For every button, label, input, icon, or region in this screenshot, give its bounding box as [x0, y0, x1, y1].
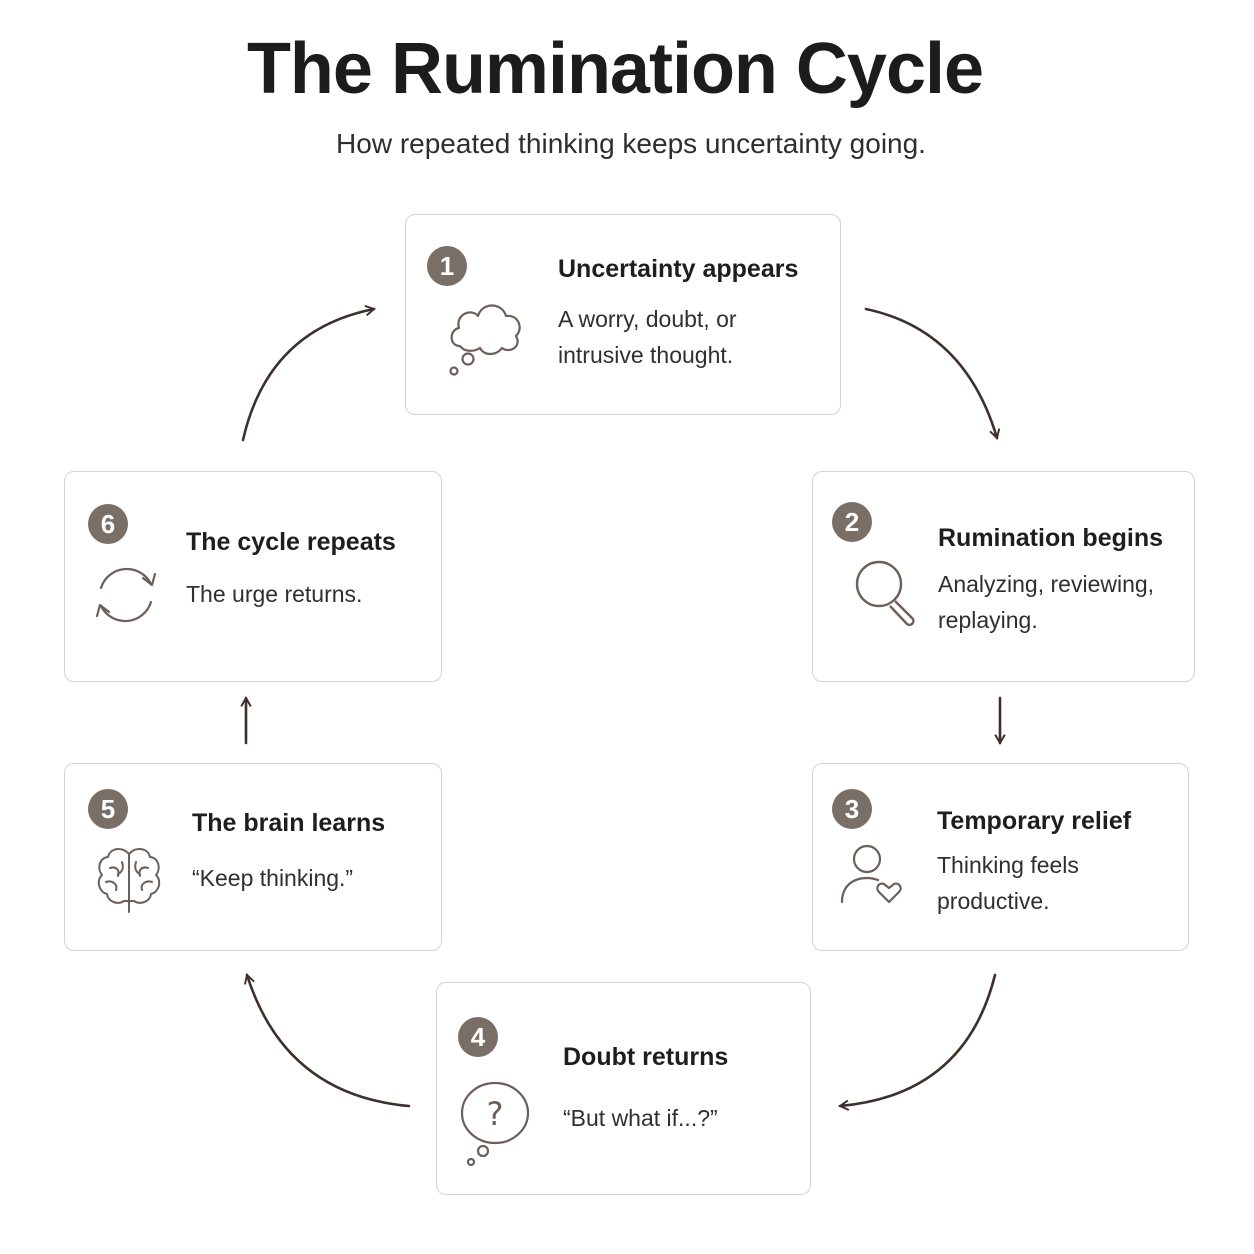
step-title: Doubt returns: [563, 1043, 729, 1071]
step-number-badge: 1: [427, 246, 467, 286]
step-title: The brain learns: [192, 809, 386, 837]
step-card-1: 1 Uncertainty appears A worry, doubt, or…: [405, 214, 841, 415]
question-bubble-icon: ?: [457, 1079, 537, 1171]
cycle-arrows-icon: [91, 560, 161, 630]
arrow-4-to-5: [244, 973, 411, 1108]
arrow-3-to-4: [838, 973, 997, 1111]
step-title: Rumination begins: [938, 524, 1163, 552]
step-description: A worry, doubt, or intrusive thought.: [558, 306, 737, 368]
arrow-1-to-2: [864, 307, 1001, 440]
step-description: Analyzing, reviewing, replaying.: [938, 571, 1155, 633]
person-heart-icon: [837, 842, 909, 908]
page-subtitle: How repeated thinking keeps uncertainty …: [336, 128, 926, 159]
thought-cloud-icon: [446, 290, 528, 380]
step-title: Uncertainty appears: [558, 255, 799, 283]
step-number-badge: 4: [458, 1017, 498, 1057]
magnifying-glass-icon: [853, 558, 923, 628]
arrow-6-to-1: [241, 305, 376, 442]
step-description: “Keep thinking.”: [192, 865, 354, 891]
page-title: The Rumination Cycle: [246, 29, 984, 109]
step-title: Temporary relief: [937, 807, 1132, 835]
step-number-badge: 2: [832, 502, 872, 542]
step-description: Thinking feels productive.: [937, 852, 1079, 914]
step-card-4: 4 ? Doubt returns “But what if...?”: [436, 982, 811, 1195]
step-description: The urge returns.: [186, 581, 363, 607]
svg-text:?: ?: [487, 1095, 504, 1133]
step-card-5: 5 The brain learns “Keep thinking.”: [64, 763, 442, 951]
step-number-badge: 3: [832, 789, 872, 829]
step-description: “But what if...?”: [563, 1105, 718, 1131]
step-number-badge: 5: [88, 789, 128, 829]
step-card-3: 3 Temporary relief Thinking feels produc…: [812, 763, 1189, 951]
step-title: The cycle repeats: [186, 528, 396, 556]
step-card-2: 2 Rumination begins Analyzing, reviewing…: [812, 471, 1195, 682]
step-card-6: 6 The cycle repeats The urge returns.: [64, 471, 442, 682]
brain-icon: [96, 846, 162, 914]
step-number-badge: 6: [88, 504, 128, 544]
